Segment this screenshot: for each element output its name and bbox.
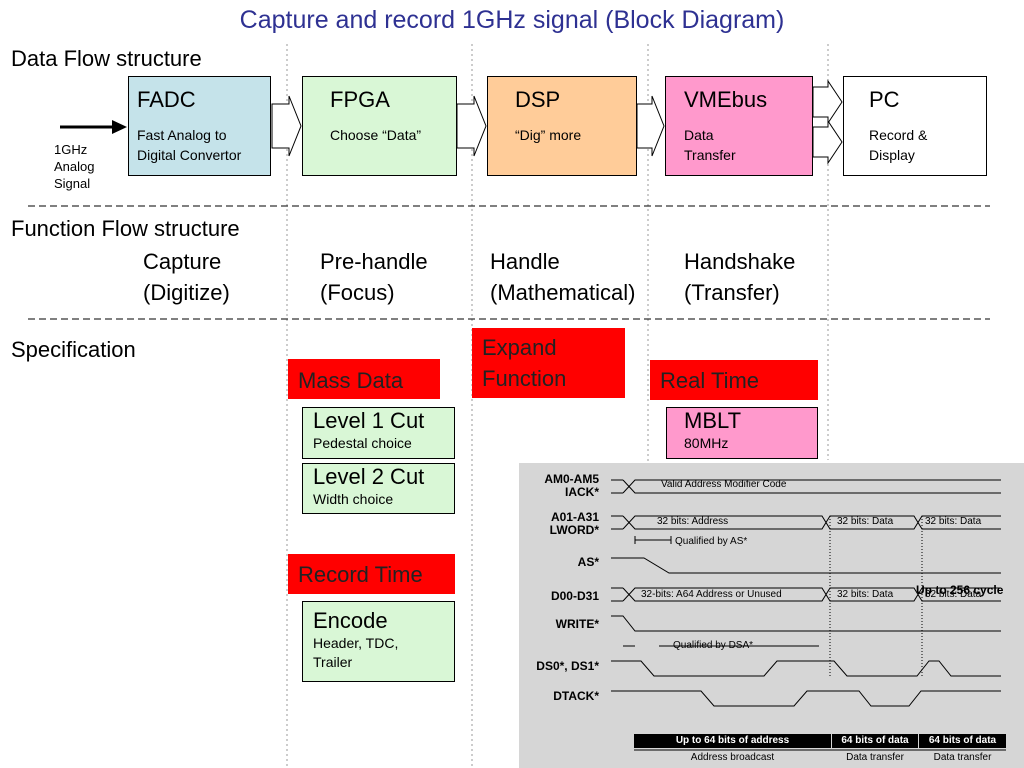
am-label: Valid Address Modifier Code [661,479,787,490]
function-prehandle-line1: Pre-handle [320,249,428,274]
spec-expand-function: Expand Function [472,328,625,398]
signal-am0-am5: AM0-AM5 IACK* [544,472,599,499]
d-data1-label: 32 bits: Data [837,589,894,600]
block-vmebus-name: VMEbus [684,87,768,112]
spec-level2-sub: Width choice [313,491,394,507]
a-data1-label: 32 bits: Data [837,516,894,527]
vme-timing-diagram: AM0-AM5 IACK* A01-A31 LWORD* AS* D00-D31… [519,463,1024,768]
section-dividers [28,205,990,320]
block-pc-desc: Record & Display [869,127,928,163]
qualified-as-label: Qualified by AS* [675,536,748,547]
data-flow-heading: Data Flow structure [11,46,202,71]
spec-mass-data: Mass Data [288,359,440,399]
block-fadc-desc: Fast Analog to Digital Convertor [137,127,242,163]
block-vmebus: VMEbus Data Transfer [665,76,813,176]
block-fpga-name: FPGA [330,87,390,112]
spec-level1-sub: Pedestal choice [313,435,412,451]
function-capture-line2: (Digitize) [143,280,230,305]
spec-level1-title: Level 1 Cut [313,408,425,433]
function-prehandle-line2: (Focus) [320,280,395,305]
spec-encode-box: Encode Header, TDC, Trailer [302,601,455,682]
a-address-label: 32 bits: Address [657,516,729,527]
spec-mblt-sub: 80MHz [684,435,729,451]
signal-ds0-ds1: DS0*, DS1* [536,659,599,673]
specification-heading: Specification [11,337,136,362]
input-arrow [60,120,127,134]
function-handshake: Handshake (Transfer) [684,246,795,308]
block-dsp-name: DSP [515,87,561,112]
function-handshake-line1: Handshake [684,249,796,274]
block-fadc-name: FADC [137,87,196,112]
block-vmebus-desc: Data Transfer [684,127,736,163]
spec-real-time: Real Time [650,360,818,400]
input-signal-label: 1GHz Analog Signal [54,142,95,191]
qualified-dsa-label: Qualified by DSA* [673,640,754,651]
spec-mblt-box: MBLT 80MHz [666,407,818,459]
function-handle-line1: Handle [490,249,560,274]
bottom-header-data2: 64 bits of data [928,735,997,746]
timing-markers [829,516,923,678]
column-guides [286,44,829,768]
block-pc-name: PC [869,87,900,112]
spec-level2-box: Level 2 Cut Width choice [302,463,455,514]
a-data2-label: 32 bits: Data [925,516,982,527]
block-fpga: FPGA Choose “Data” [302,76,457,176]
function-prehandle: Pre-handle (Focus) [320,246,428,308]
spec-encode-sub: Header, TDC, Trailer [313,635,399,670]
block-dsp-desc: “Dig” more [515,127,582,143]
signal-dtack: DTACK* [553,689,599,703]
function-handle-line2: (Mathematical) [490,280,636,305]
function-capture: Capture (Digitize) [143,246,230,308]
function-handshake-line2: (Transfer) [684,280,780,305]
bottom-label-address: Address broadcast [690,752,775,763]
function-handle: Handle (Mathematical) [490,246,635,308]
function-flow-heading: Function Flow structure [11,216,240,241]
signal-write: WRITE* [555,617,599,631]
spec-level1-box: Level 1 Cut Pedestal choice [302,407,455,459]
timing-waveforms [611,479,1006,751]
d-data2-label: 32 bits: Data [925,589,982,600]
page-title: Capture and record 1GHz signal (Block Di… [239,6,785,34]
signal-as: AS* [577,555,599,569]
signal-a01-a31: A01-A31 LWORD* [549,510,599,537]
signal-d00-d31: D00-D31 [550,589,599,603]
block-fpga-desc: Choose “Data” [330,127,422,143]
function-capture-line1: Capture [143,249,222,274]
bottom-header-data1: 64 bits of data [841,735,909,746]
block-pc: PC Record & Display [843,76,987,176]
block-fadc: FADC Fast Analog to Digital Convertor [128,76,271,176]
bottom-label-data2: Data transfer [933,752,992,763]
spec-encode-title: Encode [313,608,388,633]
bottom-label-data1: Data transfer [846,752,904,763]
block-dsp: DSP “Dig” more [487,76,637,176]
up-to-cycle-label: Up to 256 cycle [916,583,1004,597]
bottom-header-address: Up to 64 bits of address [675,735,790,746]
block-arrows [271,79,843,165]
spec-record-time: Record Time [288,554,455,594]
spec-level2-title: Level 2 Cut [313,464,425,489]
d-address-label: 32-bits: A64 Address or Unused [641,589,782,600]
spec-mblt-title: MBLT [684,408,742,433]
